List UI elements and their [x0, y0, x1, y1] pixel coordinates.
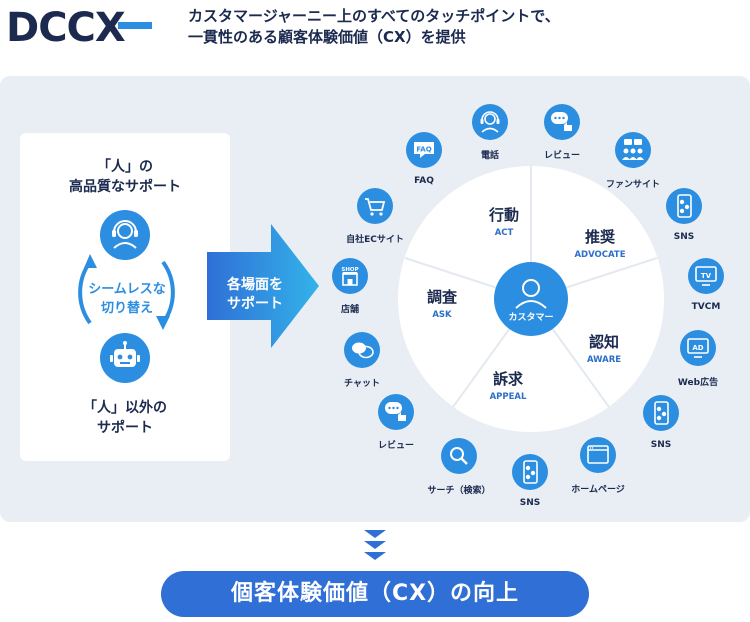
- touchpoint-label-review-bottom: レビュー: [377, 441, 414, 451]
- touchpoint-label-fansite: ファンサイト: [605, 180, 660, 190]
- segment-advocate-sub: ADVOCATE: [574, 250, 626, 260]
- robot-icon: [100, 333, 150, 383]
- review-icon: [544, 104, 580, 140]
- ad-badge: AD: [692, 344, 703, 352]
- segment-aware-sub: AWARE: [586, 355, 622, 365]
- segment-ask-title: 調査: [426, 288, 457, 306]
- touchpoint-label-tvcm: TVCM: [691, 302, 721, 312]
- touchpoint-label-sns-1: SNS: [673, 232, 695, 242]
- human-support-label: 「人」の 高品質なサポート: [69, 159, 181, 195]
- customer-label: カスタマー: [508, 313, 554, 323]
- support-card: [20, 133, 230, 461]
- web-ad-icon: AD: [680, 330, 716, 366]
- segment-ask-sub: ASK: [432, 310, 452, 320]
- tv-badge: TV: [701, 272, 712, 280]
- sns-icon: [666, 188, 702, 224]
- headset-icon: [472, 104, 508, 140]
- touchpoint-label-review-top: レビュー: [543, 151, 580, 161]
- touchpoint-label-faq: FAQ: [414, 176, 434, 186]
- tagline-line-1: カスタマージャーニー上のすべてのタッチポイントで、: [188, 7, 560, 25]
- down-chevrons-icon: [364, 530, 386, 560]
- logo-text: DCCX: [6, 5, 126, 48]
- touchpoint-label-shop: 店舗: [340, 305, 359, 315]
- result-banner: [161, 571, 589, 617]
- search-icon: [441, 438, 477, 474]
- shop-badge: SHOP: [341, 267, 358, 273]
- segment-appeal-sub: APPEAL: [489, 392, 527, 402]
- touchpoint-label-web-ad: Web広告: [677, 378, 719, 388]
- operator-icon: [100, 210, 150, 260]
- tagline-line-2: 一貫性のある顧客体験価値（CX）を提供: [188, 28, 466, 46]
- touchpoint-label-homepage: ホームページ: [571, 485, 625, 495]
- touchpoint-label-sns-2: SNS: [650, 440, 672, 450]
- fansite-icon: [615, 132, 651, 168]
- dccx-logo: DCCX: [6, 4, 164, 51]
- faq-badge: FAQ: [416, 146, 431, 154]
- arrow-label: 各場面を サポート: [227, 277, 283, 312]
- sns-icon: [512, 454, 548, 490]
- segment-aware-title: 認知: [588, 333, 619, 351]
- touchpoint-label-ec-site: 自社ECサイト: [346, 235, 404, 245]
- touchpoint-label-chat: チャット: [344, 379, 380, 389]
- shop-icon: SHOP: [332, 258, 368, 294]
- cart-icon: [357, 188, 393, 224]
- segment-appeal-title: 訴求: [492, 370, 523, 388]
- tv-icon: TV: [688, 258, 724, 294]
- header-tagline: カスタマージャーニー上のすべてのタッチポイントで、 一貫性のある顧客体験価値（C…: [188, 6, 560, 48]
- chat-icon: [344, 332, 380, 368]
- customer-center: [494, 262, 568, 336]
- touchpoint-label-phone: 電話: [480, 151, 499, 161]
- bot-support-label: 「人」以外の サポート: [83, 400, 167, 436]
- sns-icon: [643, 395, 679, 431]
- segment-advocate-title: 推奨: [584, 228, 615, 246]
- result-banner-text: 個客体験価値（CX）の向上: [230, 581, 520, 606]
- touchpoint-label-search: サーチ（検索）: [427, 486, 491, 496]
- seamless-switch-label: シームレスな 切り替え: [88, 282, 166, 316]
- segment-act-title: 行動: [488, 206, 519, 224]
- review-icon: [378, 394, 414, 430]
- touchpoint-label-sns-3: SNS: [519, 498, 541, 508]
- homepage-icon: [580, 437, 616, 473]
- faq-icon: FAQ: [406, 132, 442, 168]
- segment-act-sub: ACT: [494, 228, 514, 238]
- support-arrow: [207, 224, 319, 348]
